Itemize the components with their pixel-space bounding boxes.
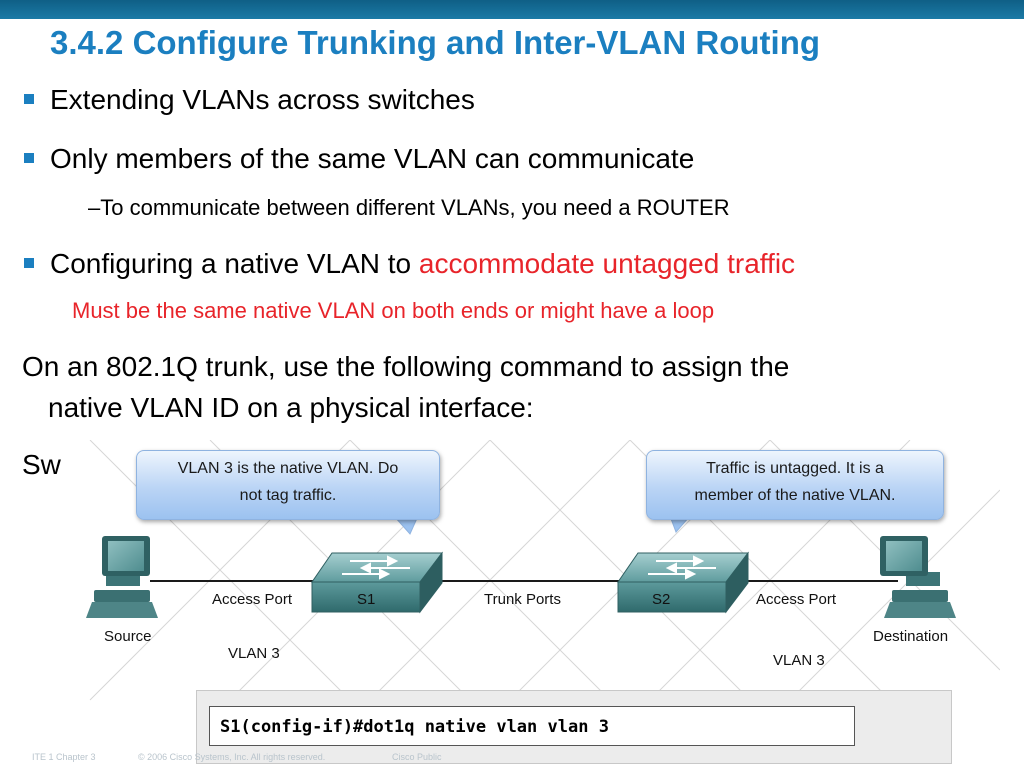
bullet-marker (24, 258, 34, 268)
paragraph-line-1: On an 802.1Q trunk, use the following co… (22, 351, 790, 382)
bullet-native-vlan: Configuring a native VLAN to accommodate… (50, 248, 795, 280)
callout-left-line-1: VLAN 3 is the native VLAN. Do (177, 460, 399, 477)
switch-s1-icon (311, 551, 444, 614)
paragraph-line-2: native VLAN ID on a physical interface: (48, 392, 534, 423)
callout-left-line-2: not tag traffic. (239, 487, 337, 504)
callout-right-line-1: Traffic is untagged. It is a (706, 460, 884, 477)
bullet-native-vlan-text: Configuring a native VLAN to (50, 248, 419, 279)
slide-title: 3.4.2 Configure Trunking and Inter-VLAN … (50, 24, 821, 61)
footer-left: ITE 1 Chapter 3 (32, 752, 96, 762)
command-panel: S1(config-if)#dot1q native vlan vlan 3 (196, 690, 952, 764)
callout-right: Traffic is untagged. It is a member of t… (646, 450, 944, 520)
paragraph-line-3-partial: Sw (22, 449, 61, 480)
callout-left: VLAN 3 is the native VLAN. Do not tag tr… (136, 450, 440, 520)
command-line: S1(config-if)#dot1q native vlan vlan 3 (209, 706, 855, 746)
bullet-marker (24, 153, 34, 163)
label-access-port-right: Access Port (756, 591, 837, 608)
label-vlan-left: VLAN 3 (228, 645, 280, 662)
footer-middle: © 2006 Cisco Systems, Inc. All rights re… (138, 752, 326, 762)
bullet-same-vlan: Only members of the same VLAN can commun… (50, 143, 695, 174)
bullet-marker (24, 94, 34, 104)
bullet-extending-vlans: Extending VLANs across switches (50, 84, 475, 115)
switch-s2-icon (617, 551, 750, 614)
source-pc-icon (86, 536, 158, 618)
label-destination: Destination (873, 628, 949, 645)
destination-pc-icon (880, 536, 956, 618)
label-switch-s1: S1 (357, 591, 376, 608)
label-access-port-left: Access Port (212, 591, 293, 608)
native-vlan-diagram: VLAN 3 is the native VLAN. Do not tag tr… (50, 440, 1000, 764)
label-vlan-right: VLAN 3 (773, 652, 825, 669)
footer-right: Cisco Public (392, 752, 442, 762)
label-trunk-ports: Trunk Ports (484, 591, 561, 608)
label-source: Source (104, 628, 152, 645)
sub-bullet-router: –To communicate between different VLANs,… (88, 195, 730, 220)
red-note: Must be the same native VLAN on both end… (72, 298, 715, 323)
bullet-native-vlan-highlight: accommodate untagged traffic (418, 248, 796, 279)
label-switch-s2: S2 (652, 591, 671, 608)
top-bar (0, 0, 1024, 19)
callout-right-line-2: member of the native VLAN. (694, 487, 896, 504)
